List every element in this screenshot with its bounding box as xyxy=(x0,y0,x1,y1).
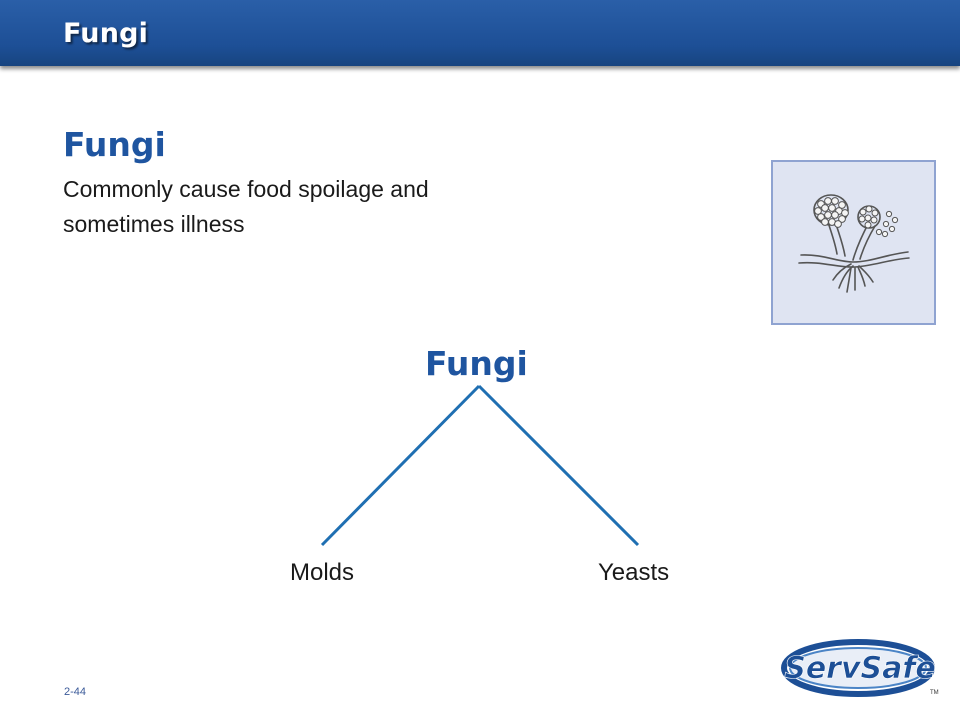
slide-title: Fungi xyxy=(63,18,149,49)
body-text-line-2: sometimes illness xyxy=(63,211,245,237)
diagram-leaf-molds: Molds xyxy=(290,559,355,586)
title-bar: Fungi xyxy=(0,0,960,66)
mold-illustration xyxy=(771,160,936,325)
diagram-root-label: Fungi xyxy=(425,344,528,383)
mold-spores-icon xyxy=(798,194,910,293)
trademark-mark: TM xyxy=(930,690,939,696)
branch-right-line xyxy=(477,384,640,547)
servsafe-logo: ServSafe TM xyxy=(781,639,939,697)
diagram-leaf-yeasts: Yeasts xyxy=(598,559,670,586)
logo-text: ServSafe xyxy=(784,651,936,686)
body-text: Commonly cause food spoilage and sometim… xyxy=(63,172,523,242)
slide-number: 2-44 xyxy=(64,686,87,698)
body-text-line-1: Commonly cause food spoilage and xyxy=(63,176,429,202)
branch-left-line xyxy=(320,384,481,547)
section-heading: Fungi xyxy=(63,125,166,164)
